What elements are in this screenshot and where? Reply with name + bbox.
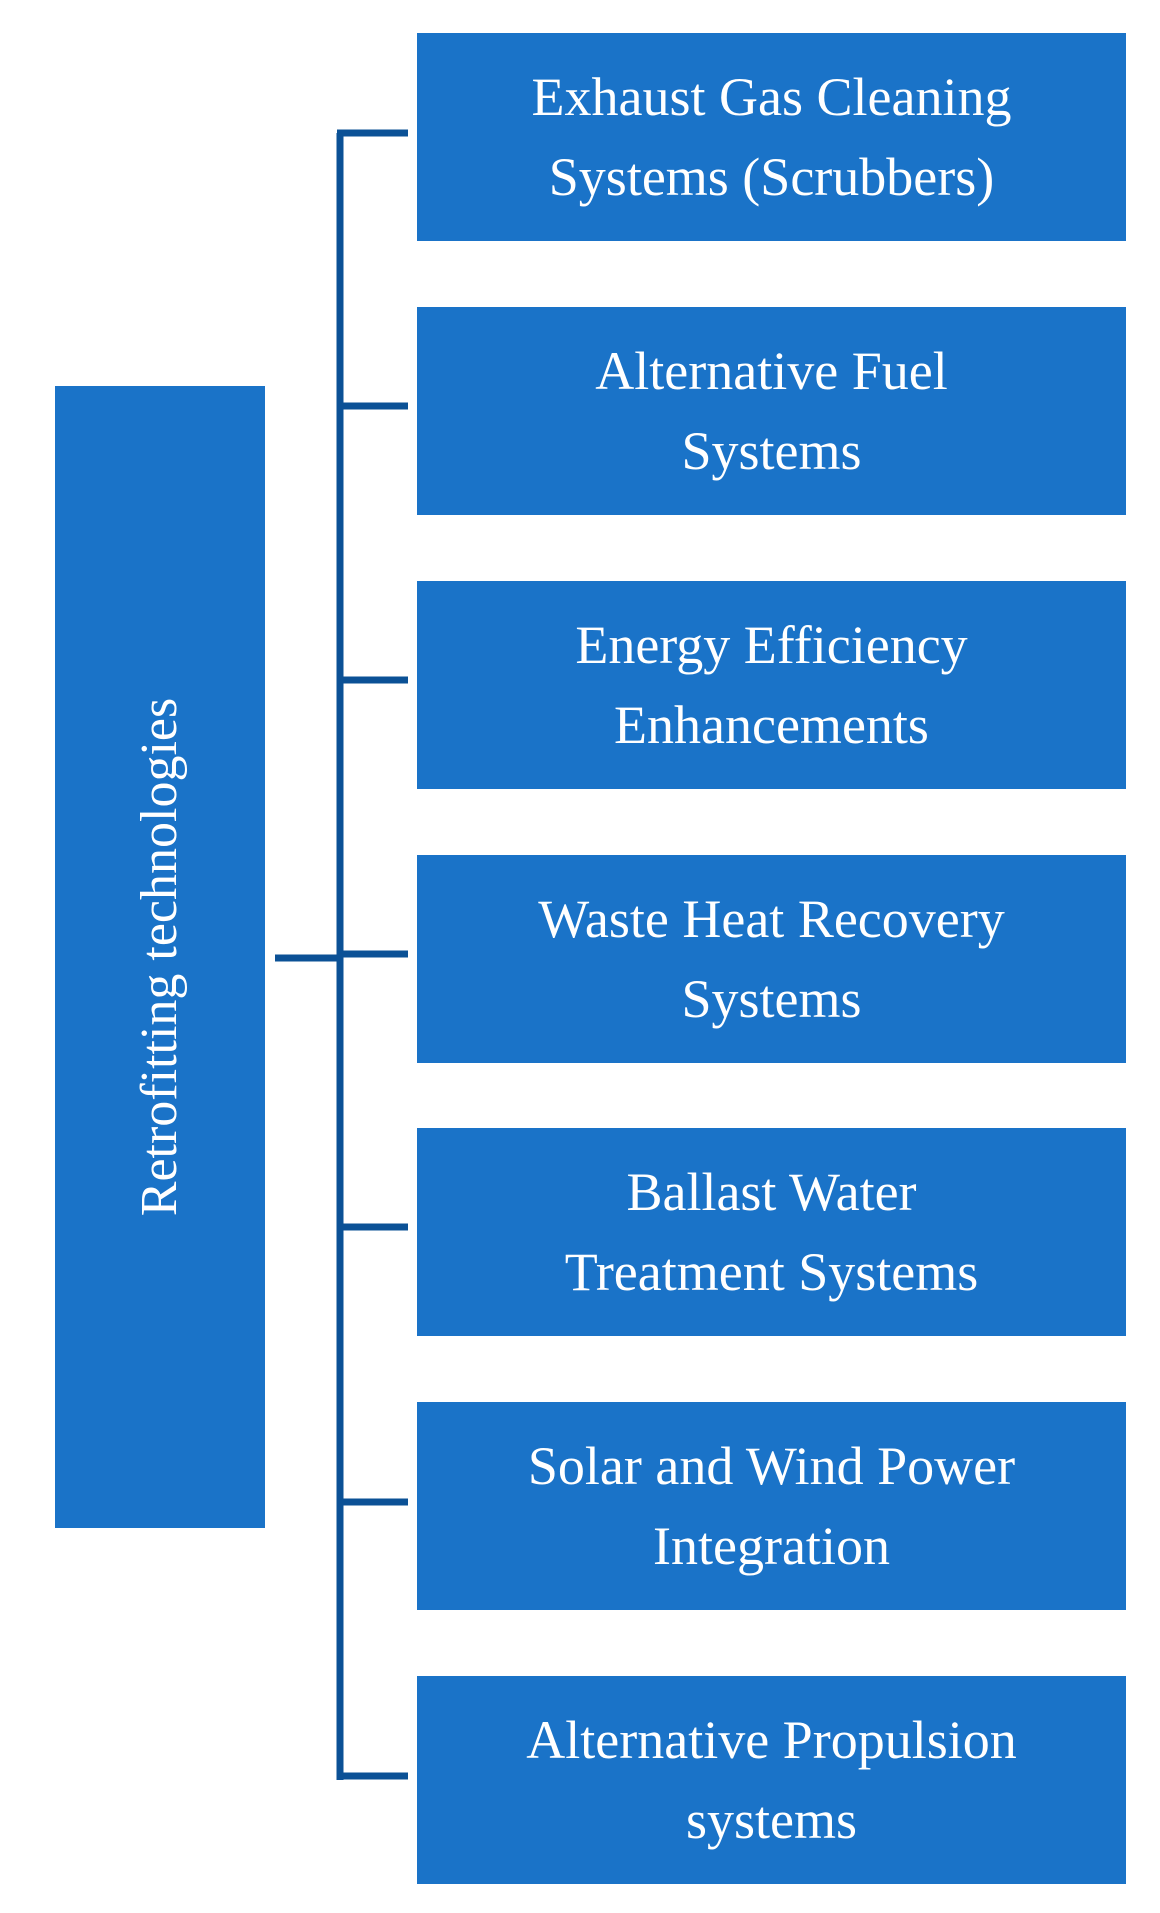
item-node-label: Solar and Wind Power Integration [527,1436,1016,1576]
item-node-label: Exhaust Gas Cleaning Systems (Scrubbers) [531,67,1012,207]
root-node-label: Retrofitting technologies [131,697,189,1217]
item-node-label: Waste Heat Recovery Systems [538,889,1005,1029]
item-node-waste-heat-recovery: Waste Heat Recovery Systems [417,855,1126,1063]
item-node-energy-efficiency: Energy Efficiency Enhancements [417,581,1126,789]
item-node-label: Alternative Propulsion systems [526,1710,1017,1850]
item-node-label: Ballast Water Treatment Systems [564,1162,979,1302]
item-node-exhaust-gas-cleaning: Exhaust Gas Cleaning Systems (Scrubbers) [417,33,1126,241]
item-node-alternative-propulsion: Alternative Propulsion systems [417,1676,1126,1884]
item-node-solar-wind: Solar and Wind Power Integration [417,1402,1126,1610]
item-node-ballast-water: Ballast Water Treatment Systems [417,1128,1126,1336]
item-node-label: Alternative Fuel Systems [595,341,948,481]
root-node: Retrofitting technologies [55,386,265,1528]
item-node-label: Energy Efficiency Enhancements [575,615,968,755]
item-node-alternative-fuel: Alternative Fuel Systems [417,307,1126,515]
